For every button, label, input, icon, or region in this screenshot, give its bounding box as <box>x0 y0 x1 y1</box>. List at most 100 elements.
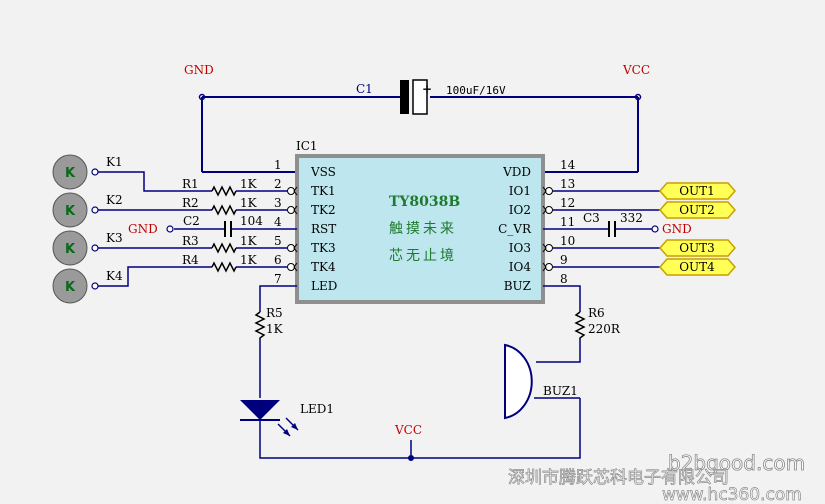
left-wiring <box>98 171 581 459</box>
pin-name: TK4 <box>311 260 336 274</box>
ic-tagline-2: 芯无止境 <box>389 248 457 264</box>
pin-name: BUZ <box>504 279 531 293</box>
pin-name: C_VR <box>498 222 532 236</box>
resistor-ref: R4 <box>182 253 199 267</box>
pin-clock-mark <box>293 205 298 215</box>
output-port-out3: OUT3 <box>659 239 736 257</box>
port-label: OUT3 <box>679 241 715 255</box>
resistor-r2: R2 1K <box>182 196 258 216</box>
c3-gnd-label: GND <box>662 222 692 236</box>
port-label: OUT2 <box>679 203 715 217</box>
pin-number: 4 <box>274 215 282 229</box>
pin-name: IO4 <box>509 260 532 274</box>
output-port-out2: OUT2 <box>659 201 736 219</box>
c3-ref: C3 <box>583 211 600 225</box>
led1-ref: LED1 <box>300 402 334 416</box>
port-label: OUT1 <box>679 184 715 198</box>
c3-gnd-terminal <box>651 225 659 233</box>
resistor-r4: R4 1K <box>182 253 258 273</box>
pin-name: RST <box>311 222 336 236</box>
pin-number: 8 <box>560 272 568 286</box>
pin-name: TK2 <box>311 203 336 217</box>
gnd-junction <box>198 93 206 101</box>
vcc-junction <box>634 93 642 101</box>
watermark-site1: b2bgood.com <box>668 451 805 475</box>
key-pad <box>52 268 88 304</box>
resistor-ref: R2 <box>182 196 199 210</box>
pin-clock-mark <box>542 243 547 253</box>
pin-number: 10 <box>560 234 575 248</box>
pin-number: 5 <box>274 234 282 248</box>
pin-clock-mark <box>293 243 298 253</box>
c3-value: 332 <box>620 211 643 225</box>
key-terminal <box>91 206 99 214</box>
pin-number: 14 <box>560 158 576 172</box>
pin-number: 2 <box>274 177 282 191</box>
port-shape <box>659 258 736 276</box>
pin-number: 6 <box>274 253 282 267</box>
c2-value: 104 <box>240 214 263 228</box>
c3-capacitor <box>608 221 616 237</box>
output-port-out1: OUT1 <box>659 182 736 200</box>
touch-key-2: K K2 <box>52 192 123 228</box>
top-vcc-label: VCC <box>622 63 650 77</box>
watermark-company: 深圳市腾跃芯科电子有限公司 <box>508 468 729 488</box>
pin-name: LED <box>311 279 337 293</box>
touch-key-4: KK4 <box>52 268 123 304</box>
c2-gnd-label: GND <box>128 222 158 236</box>
resistor-value: 1K <box>240 253 258 267</box>
top-supply-net <box>201 96 639 173</box>
pin-name: VSS <box>310 165 336 179</box>
watermark-site2: www.hc360.com <box>662 485 802 504</box>
r5-ref: R5 <box>266 306 283 320</box>
resistor-ref: R3 <box>182 234 199 248</box>
pin-number: 7 <box>274 272 282 286</box>
resistor-value: 1K <box>240 196 258 210</box>
output-port-out4: OUT4 <box>659 258 736 276</box>
pin-name: IO1 <box>509 184 531 198</box>
key-ref: K4 <box>106 269 123 283</box>
resistor-symbol <box>211 204 237 216</box>
r6-value: 220R <box>588 322 621 336</box>
ic-body <box>295 154 545 304</box>
key-ref: K2 <box>106 193 123 207</box>
key-pad <box>52 230 88 266</box>
pin-name: VDD <box>502 165 531 179</box>
key-pad-label: K <box>65 204 76 219</box>
top-gnd-label: GND <box>184 63 214 77</box>
c2-capacitor <box>224 221 232 237</box>
buz1-ref: BUZ1 <box>543 384 578 398</box>
r6-resistor <box>574 311 586 340</box>
pin-number: 9 <box>560 253 568 267</box>
key-terminal <box>91 282 99 290</box>
bottom-vcc-label: VCC <box>394 423 422 437</box>
pin-number: 13 <box>560 177 575 191</box>
c1-value: 100uF/16V <box>446 84 506 97</box>
pin-clock-mark <box>293 262 298 272</box>
r5-resistor <box>254 311 266 340</box>
key-ref: K3 <box>106 231 123 245</box>
key-pad-label: K <box>65 242 76 257</box>
led1-diode <box>240 400 299 437</box>
ic-tagline-1: 触摸未来 <box>389 221 457 237</box>
ic-ref: IC1 <box>296 139 318 153</box>
pin-clock-mark <box>293 186 298 196</box>
port-label: OUT4 <box>679 260 715 274</box>
pin-name: TK1 <box>311 184 336 198</box>
